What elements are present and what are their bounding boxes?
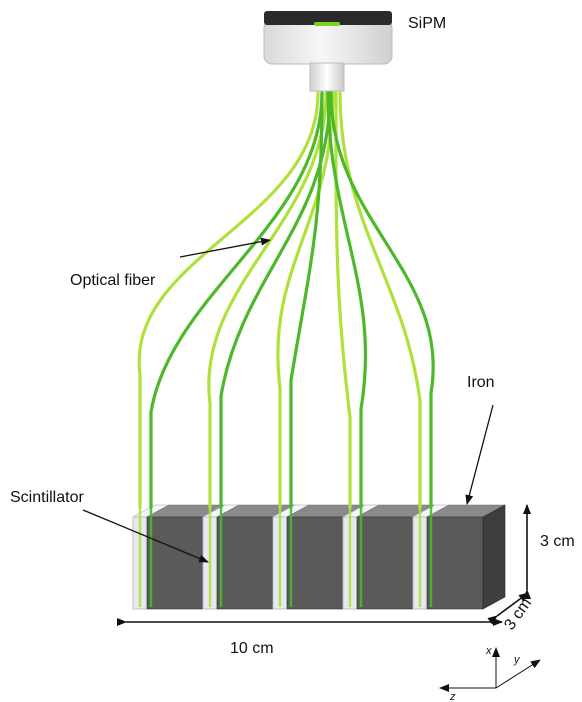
- optical-fiber: [207, 91, 328, 509]
- sipm-neck: [309, 62, 345, 92]
- sipm-device: [263, 11, 393, 92]
- y-axis-arrow: [495, 659, 541, 689]
- iron-block: [146, 516, 204, 610]
- depth-dimension-arrow: [487, 592, 529, 625]
- scintillator-label: Scintillator: [10, 489, 84, 506]
- sipm-cap: [264, 11, 392, 25]
- scintillator-arrow: [82, 509, 209, 563]
- height-label: 3 cm: [540, 533, 575, 550]
- optical-fibers: [137, 91, 435, 607]
- optical-fiber: [338, 91, 422, 509]
- optical-fiber: [289, 91, 324, 509]
- sipm-body: [263, 19, 393, 65]
- y-axis-label: y: [513, 654, 521, 666]
- optical-fiber: [329, 91, 435, 509]
- iron-block: [426, 516, 484, 610]
- optical-fiber-arrow: [179, 237, 271, 258]
- iron-side-face: [482, 504, 506, 610]
- optical-fiber-label: Optical fiber: [70, 272, 156, 289]
- optical-fiber: [137, 91, 320, 509]
- sipm-window: [314, 22, 340, 26]
- detector-block: [132, 504, 506, 610]
- optical-fiber: [334, 91, 352, 509]
- optical-fiber: [326, 91, 368, 509]
- iron-block: [356, 516, 414, 610]
- z-axis-label: z: [449, 691, 456, 702]
- iron-arrow: [465, 404, 494, 505]
- sipm-label: SiPM: [408, 15, 446, 32]
- optical-fiber: [219, 91, 332, 509]
- x-axis-label: x: [485, 645, 492, 657]
- iron-block: [286, 516, 344, 610]
- optical-fiber: [149, 91, 324, 509]
- length-label: 10 cm: [230, 640, 274, 657]
- iron-block: [216, 516, 274, 610]
- coordinate-axes: x y z: [439, 645, 541, 702]
- iron-label: Iron: [467, 374, 495, 391]
